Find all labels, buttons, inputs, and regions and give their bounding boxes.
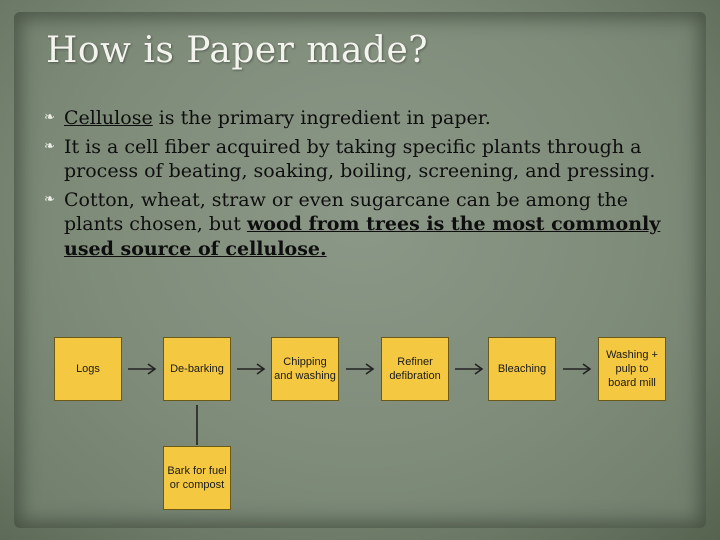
cellulose-term: Cellulose [64, 107, 153, 129]
flow-step-chipping: Chipping and washing [271, 337, 339, 401]
slide-frame [14, 12, 706, 528]
bullet-text: is the primary ingredient in paper. [152, 107, 491, 129]
arrow-right-icon [237, 362, 267, 376]
flow-step-logs: Logs [54, 337, 122, 401]
leaf-bullet-icon: ❧ [44, 191, 55, 207]
flow-step-washing: Washing + pulp to board mill [598, 337, 666, 401]
flow-step-bleaching: Bleaching [488, 337, 556, 401]
bullet-text: Cotton, wheat, straw or even sugarcane c… [64, 188, 629, 236]
emphasis-text: wood from trees is the most commonly use… [64, 213, 661, 260]
bullet-text: It is a cell fiber acquired by taking sp… [64, 135, 656, 183]
flow-step-refiner: Refiner defibration [381, 337, 449, 401]
connector-line [190, 405, 204, 445]
bullet-item-sources: ❧ Cotton, wheat, straw or even sugarcane… [44, 188, 674, 262]
slide-title: How is Paper made? [46, 30, 429, 71]
bullet-item-fiber: ❧ It is a cell fiber acquired by taking … [44, 135, 674, 184]
arrow-right-icon [563, 362, 593, 376]
leaf-bullet-icon: ❧ [44, 138, 55, 154]
flow-output-bark: Bark for fuel or compost [163, 446, 231, 510]
arrow-right-icon [455, 362, 485, 376]
leaf-bullet-icon: ❧ [44, 110, 55, 125]
flow-step-debarking: De-barking [163, 337, 231, 401]
arrow-right-icon [128, 362, 158, 376]
bullet-list: ❧ Cellulose is the primary ingredient in… [44, 106, 674, 265]
arrow-right-icon [346, 362, 376, 376]
bullet-item-cellulose: ❧ Cellulose is the primary ingredient in… [44, 106, 674, 131]
